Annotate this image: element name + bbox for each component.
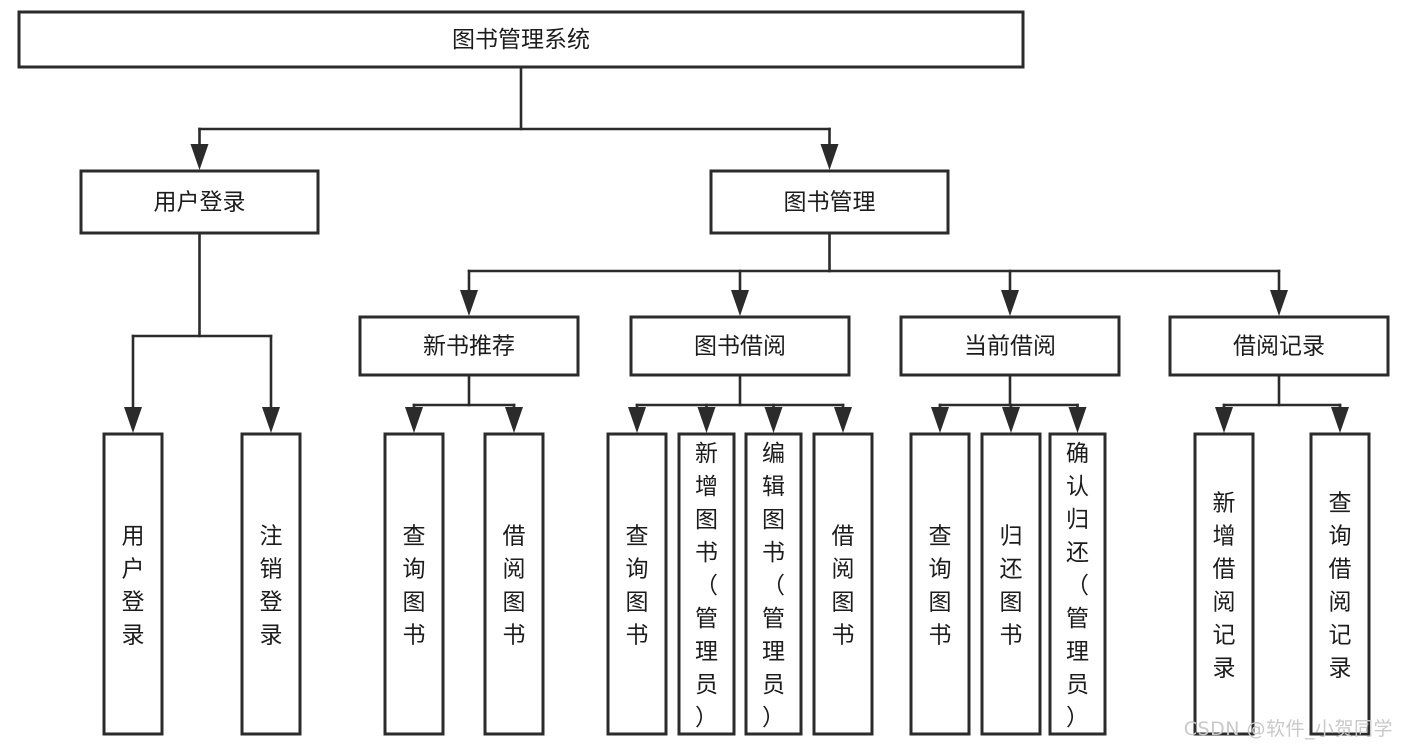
- node-box-leaf-query-borrow-record[interactable]: [1309, 432, 1371, 736]
- node-label-current-borrow: 当前借阅: [964, 334, 1056, 360]
- node-book-management[interactable]: 图书管理: [709, 169, 950, 235]
- node-box-borrow-record[interactable]: [1168, 315, 1390, 377]
- node-box-user-login[interactable]: [79, 169, 320, 235]
- connector-edge-bb-fanout: [628, 373, 852, 433]
- watermark-label: CSDN @软件_小贺同学: [1183, 718, 1393, 740]
- connector-edge-br-fanout: [1215, 373, 1349, 433]
- node-label-user-login: 用户登录: [154, 190, 246, 216]
- node-leaf-confirm-return[interactable]: 确认归还（管理员）: [1048, 432, 1107, 736]
- node-leaf-query-borrow-record[interactable]: 查询借阅记录: [1309, 432, 1371, 736]
- node-label-book-management: 图书管理: [784, 190, 876, 216]
- node-book-borrow[interactable]: 图书借阅: [629, 315, 851, 377]
- node-label-leaf-user-login: 用户登录: [122, 524, 145, 649]
- node-layer: 图书管理系统用户登录图书管理新书推荐图书借阅当前借阅借阅记录用户登录注销登录查询…: [17, 10, 1390, 736]
- node-label-leaf-borrow-book: 借阅图书: [832, 524, 855, 649]
- node-user-login[interactable]: 用户登录: [79, 169, 320, 235]
- node-leaf-add-borrow-record[interactable]: 新增借阅记录: [1193, 432, 1255, 736]
- node-leaf-user-login[interactable]: 用户登录: [102, 432, 164, 736]
- node-box-leaf-borrow-book[interactable]: [812, 432, 874, 736]
- node-new-book-recommend[interactable]: 新书推荐: [358, 315, 580, 377]
- node-box-leaf-logout[interactable]: [240, 432, 302, 736]
- node-box-leaf-query-book-borrow[interactable]: [606, 432, 668, 736]
- node-box-leaf-confirm-return[interactable]: [1048, 432, 1107, 736]
- node-box-leaf-user-login[interactable]: [102, 432, 164, 736]
- node-label-leaf-query-borrow-record: 查询借阅记录: [1329, 491, 1352, 682]
- node-label-new-book-recommend: 新书推荐: [423, 334, 515, 360]
- node-label-leaf-add-borrow-record: 新增借阅记录: [1213, 491, 1236, 682]
- node-label-leaf-logout: 注销登录: [260, 524, 283, 649]
- node-box-leaf-return-book[interactable]: [980, 432, 1042, 736]
- node-leaf-query-book-borrow[interactable]: 查询图书: [606, 432, 668, 736]
- node-box-leaf-add-borrow-record[interactable]: [1193, 432, 1255, 736]
- node-leaf-borrow-book-recommend[interactable]: 借阅图书: [483, 432, 545, 736]
- node-leaf-query-book-recommend[interactable]: 查询图书: [383, 432, 445, 736]
- node-root[interactable]: 图书管理系统: [17, 10, 1025, 69]
- connector-layer: [124, 65, 1349, 433]
- connector-edge-root-fanout: [190, 65, 839, 170]
- connector-edge-cb-fanout: [931, 373, 1087, 433]
- node-leaf-edit-book[interactable]: 编辑图书（管理员）: [744, 432, 803, 736]
- connector-edge-nbr-fanout: [405, 373, 523, 433]
- node-box-book-management[interactable]: [709, 169, 950, 235]
- node-label-root: 图书管理系统: [452, 27, 590, 53]
- node-label-leaf-confirm-return: 确认归还（管理员）: [1066, 441, 1089, 731]
- node-current-borrow[interactable]: 当前借阅: [899, 315, 1121, 377]
- node-leaf-logout[interactable]: 注销登录: [240, 432, 302, 736]
- node-leaf-borrow-book[interactable]: 借阅图书: [812, 432, 874, 736]
- node-box-root[interactable]: [17, 10, 1025, 69]
- node-box-book-borrow[interactable]: [629, 315, 851, 377]
- node-label-leaf-query-book-borrow: 查询图书: [626, 524, 649, 649]
- node-leaf-return-book[interactable]: 归还图书: [980, 432, 1042, 736]
- node-leaf-query-book-current[interactable]: 查询图书: [909, 432, 971, 736]
- node-box-leaf-borrow-book-recommend[interactable]: [483, 432, 545, 736]
- node-box-leaf-query-book-recommend[interactable]: [383, 432, 445, 736]
- node-label-borrow-record: 借阅记录: [1233, 334, 1325, 360]
- node-leaf-add-book[interactable]: 新增图书（管理员）: [677, 432, 736, 736]
- node-box-leaf-edit-book[interactable]: [744, 432, 803, 736]
- node-box-new-book-recommend[interactable]: [358, 315, 580, 377]
- node-label-leaf-query-book-recommend: 查询图书: [403, 524, 426, 649]
- connector-edge-ul-fanout: [124, 231, 280, 433]
- node-box-leaf-add-book[interactable]: [677, 432, 736, 736]
- connector-edge-bm-fanout: [460, 231, 1288, 316]
- node-label-leaf-borrow-book-recommend: 借阅图书: [503, 524, 526, 649]
- node-box-leaf-query-book-current[interactable]: [909, 432, 971, 736]
- node-label-book-borrow: 图书借阅: [694, 334, 786, 360]
- node-label-leaf-add-book: 新增图书（管理员）: [695, 441, 718, 731]
- node-label-leaf-return-book: 归还图书: [1000, 524, 1023, 649]
- node-label-leaf-edit-book: 编辑图书（管理员）: [762, 441, 785, 731]
- node-borrow-record[interactable]: 借阅记录: [1168, 315, 1390, 377]
- node-label-leaf-query-book-current: 查询图书: [929, 524, 952, 649]
- node-box-current-borrow[interactable]: [899, 315, 1121, 377]
